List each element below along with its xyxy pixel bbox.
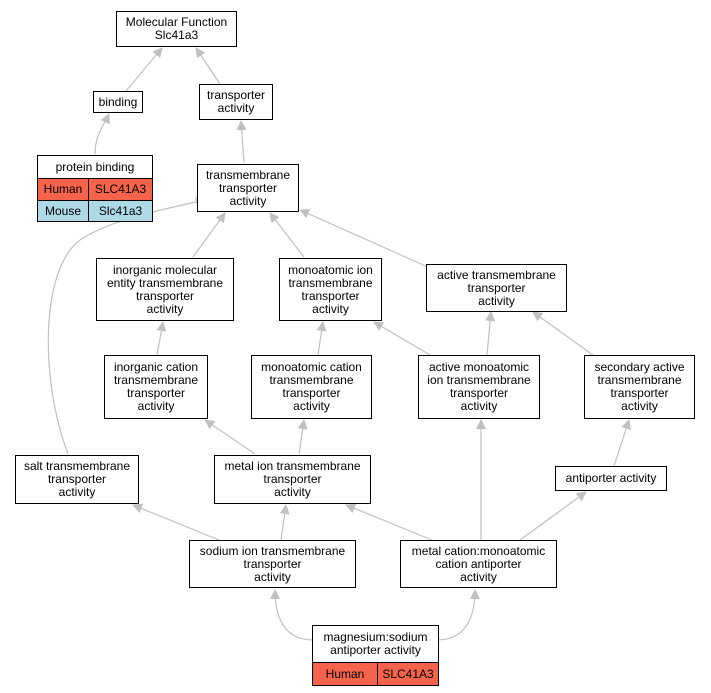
node-sodium-ion-transmembrane[interactable]: sodium ion transmembrane transporter act…: [189, 540, 356, 588]
gene-symbol: Slc41a3: [88, 201, 152, 221]
node-magnesium-sodium-label: magnesium:sodium antiporter activity: [323, 630, 428, 657]
edge-active-monoatomic-to-monoatomic-ion: [373, 321, 431, 356]
edge-mg-to-sodium: [270, 589, 314, 641]
node-protein-binding[interactable]: protein binding Human SLC41A3 Mouse Slc4…: [37, 155, 153, 222]
edge-metal-ion-to-monoatomic-cation: [297, 419, 308, 455]
gene-symbol: SLC41A3: [377, 663, 438, 685]
node-active-monoatomic-ion[interactable]: active monoatomic ion transmembrane tran…: [418, 355, 540, 419]
edge-binding-to-mf: [125, 47, 163, 92]
species-name: Human: [313, 663, 377, 685]
edge-sodium-to-metal-ion: [279, 504, 290, 541]
node-active-transmembrane[interactable]: active transmembrane transporter activit…: [426, 264, 567, 312]
gene-symbol: SLC41A3: [88, 179, 152, 200]
edge-sodium-to-salt: [132, 503, 220, 541]
node-metal-cation-antiporter[interactable]: metal cation:monoatomic cation antiporte…: [400, 540, 557, 588]
edge-salt-to-tm: [47, 197, 206, 455]
edge-monoatomic-cation-to-monoatomic-ion: [316, 321, 327, 356]
species-row-human: Human SLC41A3: [38, 178, 152, 200]
node-protein-binding-label: protein binding: [55, 159, 135, 174]
edge-active-monoatomic-to-active-tm: [485, 311, 496, 356]
node-inorganic-molecular-entity[interactable]: inorganic molecular entity transmembrane…: [96, 258, 234, 321]
edge-tm-to-transporter: [236, 120, 247, 164]
edge-mg-to-metal-cation: [436, 589, 480, 641]
node-monoatomic-ion-transmembrane[interactable]: monoatomic ion transmembrane transporter…: [279, 258, 382, 321]
species-row-mouse: Mouse Slc41a3: [38, 200, 152, 221]
node-binding[interactable]: binding: [93, 91, 143, 113]
node-metal-ion-transmembrane[interactable]: metal ion transmembrane transporter acti…: [214, 455, 371, 504]
edge-monoatomic-ion-to-tm: [269, 212, 305, 258]
node-antiporter-activity[interactable]: antiporter activity: [555, 466, 667, 491]
node-monoatomic-cation[interactable]: monoatomic cation transmembrane transpor…: [251, 355, 372, 419]
node-transporter-activity[interactable]: transporter activity: [199, 84, 273, 120]
edge-secondary-active-to-active-tm: [532, 311, 594, 356]
node-secondary-active[interactable]: secondary active transmembrane transport…: [584, 355, 695, 419]
node-molecular-function[interactable]: Molecular Function Slc41a3: [116, 11, 237, 47]
node-magnesium-sodium-antiporter[interactable]: magnesium:sodium antiporter activity Hum…: [312, 625, 439, 686]
edge-transporter-to-mf: [195, 47, 221, 85]
node-transmembrane-transporter-activity[interactable]: transmembrane transporter activity: [197, 164, 299, 212]
edge-metal-ion-to-inorganic-cation: [204, 419, 256, 455]
species-name: Mouse: [38, 201, 88, 221]
edge-metal-cation-to-antiporter: [519, 491, 587, 541]
species-row-human: Human SLC41A3: [313, 662, 438, 685]
edge-inorganic-molecular-to-tm: [192, 212, 226, 258]
edge-metal-cation-to-metal-ion: [345, 503, 433, 541]
species-name: Human: [38, 179, 88, 200]
node-salt-transmembrane[interactable]: salt transmembrane transporter activity: [15, 455, 139, 504]
edge-active-tm-to-tm: [299, 209, 431, 269]
edge-antiporter-to-secondary-active: [613, 419, 631, 467]
node-inorganic-cation[interactable]: inorganic cation transmembrane transport…: [104, 355, 208, 419]
edge-protein-binding-to-binding: [94, 113, 110, 155]
edge-inorganic-cation-to-inorganic-molecular: [156, 321, 167, 356]
